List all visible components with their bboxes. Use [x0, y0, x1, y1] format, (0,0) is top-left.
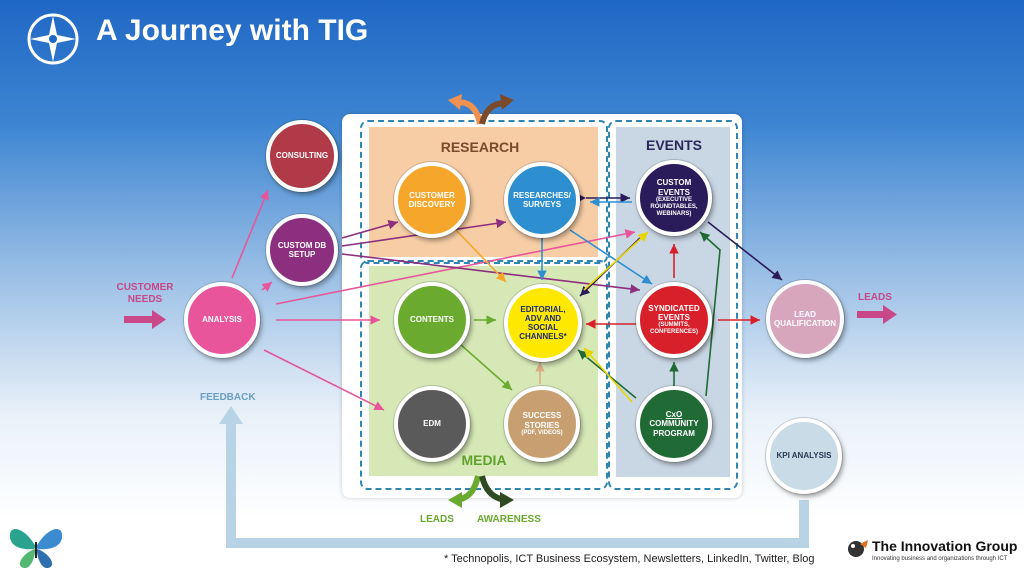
custom-db-node: CUSTOM DB SETUP: [266, 214, 338, 286]
brand-tagline: Innovating business and organizations th…: [872, 556, 1008, 562]
syndicated-events-node: SYNDICATED EVENTS(SUMMITS, CONFERENCES): [636, 282, 712, 358]
customer-needs-label: CUSTOMER NEEDS: [116, 282, 174, 305]
brand-name: The Innovation Group: [872, 538, 1018, 554]
leads-arrow: [857, 305, 897, 324]
custom-events-node: CUSTOM EVENTS(EXECUTIVE ROUNDTABLES, WEB…: [636, 160, 712, 236]
tig-logo-icon: [848, 540, 868, 557]
lead-qualification-node: LEAD QUALIFICATION: [766, 280, 844, 358]
researches-node: RESEARCHES/ SURVEYS: [504, 162, 580, 238]
butterfly-icon: [9, 529, 63, 569]
awareness-label: AWARENESS: [477, 514, 541, 525]
contents-node: CONTENTS: [394, 282, 470, 358]
success-stories-node: SUCCESS STORIES(PDF, VIDEOS): [504, 386, 580, 462]
page-title: A Journey with TIG: [96, 14, 369, 47]
compass-logo-icon: [27, 13, 79, 65]
research-label: RESEARCH: [440, 139, 520, 155]
leads-label-bottom: LEADS: [420, 514, 454, 525]
events-dashed-border: [608, 120, 738, 490]
editorial-node: EDITORIAL, ADV AND SOCIAL CHANNELS*: [504, 284, 582, 362]
leads-label-right: LEADS: [858, 292, 892, 303]
feedback-label: FEEDBACK: [200, 392, 256, 403]
feedback-loop: [226, 420, 809, 548]
media-label: MEDIA: [461, 452, 507, 468]
footnote: * Technopolis, ICT Business Ecosystem, N…: [444, 553, 815, 565]
events-label: EVENTS: [645, 137, 702, 153]
consulting-node: CONSULTING: [266, 120, 338, 192]
customer-needs-arrow: [124, 310, 166, 329]
edm-node: EDM: [394, 386, 470, 462]
customer-discovery-node: CUSTOMER DISCOVERY: [394, 162, 470, 238]
kpi-analysis-node: KPI ANALYSIS: [766, 418, 842, 494]
analysis-node: ANALYSIS: [184, 282, 260, 358]
